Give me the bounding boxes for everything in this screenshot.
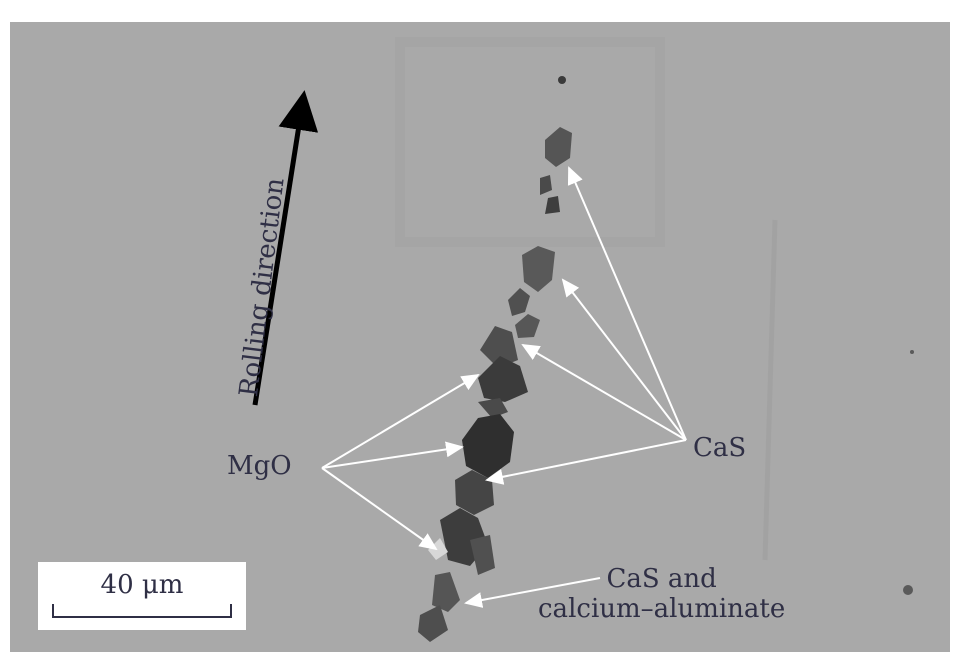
faint-rectangle-mark <box>395 37 665 247</box>
inclusion-particle <box>478 398 508 418</box>
inclusion-particle <box>480 326 518 368</box>
inclusion-particle <box>540 175 552 195</box>
inclusion-particle <box>522 246 555 292</box>
scale-bar-box: 40 μm <box>38 562 246 630</box>
scale-bar-text: 40 μm <box>100 570 184 600</box>
inclusion-particle <box>545 196 560 214</box>
mgo-arrow <box>321 441 464 469</box>
mgo-label: MgO <box>227 451 292 481</box>
cas-and-text: CaS and <box>606 564 717 594</box>
inclusion-particle <box>558 76 566 84</box>
inclusion-particle <box>428 538 448 560</box>
rolling-direction-arrow <box>252 90 319 406</box>
inclusion-particle <box>432 572 460 612</box>
inclusion-particle <box>462 414 514 478</box>
scale-bar <box>52 604 232 618</box>
inclusion-particle <box>455 470 494 515</box>
cas-arrow <box>521 343 687 441</box>
inclusion-particle <box>515 314 540 338</box>
inclusion-particle <box>478 356 528 402</box>
inclusion-particle <box>470 535 495 575</box>
cas-calcium-aluminate-arrow <box>464 577 601 608</box>
mgo-arrow <box>321 467 438 551</box>
mgo-arrow <box>321 373 480 469</box>
cas-label: CaS <box>693 433 747 463</box>
inclusion-particle <box>508 288 530 316</box>
inclusion-particle <box>545 127 572 167</box>
cas-arrow <box>485 439 687 485</box>
inclusion-particle <box>903 585 913 595</box>
cas-arrow <box>561 278 687 441</box>
cas-arrows <box>485 166 687 485</box>
inclusion-particle <box>418 605 448 642</box>
inclusion-stringer <box>418 76 914 642</box>
cas-arrow <box>567 166 687 441</box>
calcium-aluminate-text: calcium–aluminate <box>538 593 786 624</box>
inclusion-particle <box>910 350 914 354</box>
cas-calcium-aluminate-label: CaS and calcium–aluminate <box>538 564 786 625</box>
faint-line-mark <box>762 219 778 561</box>
mgo-arrows <box>321 373 480 551</box>
